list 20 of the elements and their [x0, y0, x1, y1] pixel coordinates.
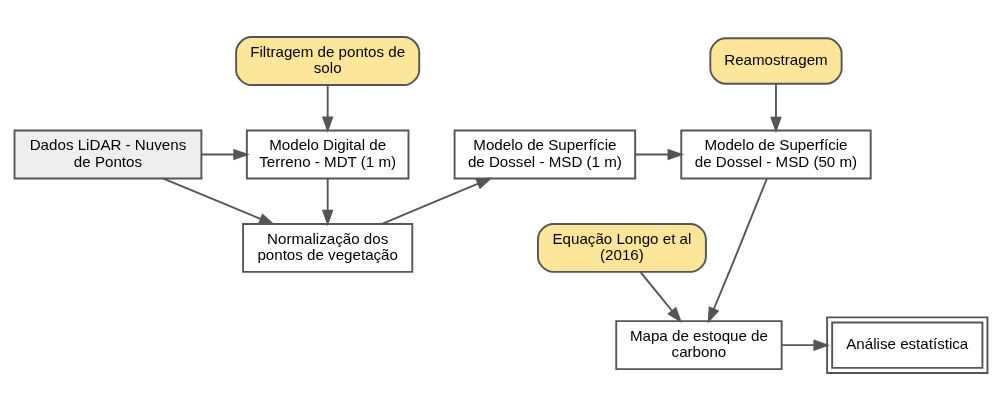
node-box: Dados LiDAR - Nuvens de Pontos — [13, 129, 202, 180]
arrow — [321, 84, 333, 133]
arrow — [161, 177, 275, 225]
arrow — [780, 339, 830, 351]
arrow — [380, 177, 493, 225]
node-box: Equação Longo et al (2016) — [536, 223, 707, 273]
node-box: Modelo de Superfície de Dossel - MSD (1 m) — [453, 129, 636, 180]
arrow — [639, 271, 682, 324]
node-box: Modelo Digital de Terreno - MDT (1 m) — [245, 129, 409, 180]
node-box: Mapa de estoque de carbono — [614, 320, 783, 371]
node-box: Reamostragem — [708, 37, 843, 85]
arrow — [634, 148, 684, 161]
node-box: Filtragem de pontos de solo — [234, 36, 420, 86]
arrow — [707, 177, 768, 324]
node-box: Análise estatística — [825, 316, 988, 374]
arrow — [769, 82, 782, 134]
node-box: Normalização dos pontos de vegetação — [241, 223, 413, 273]
arrow — [321, 177, 333, 227]
node-box: Modelo de Superfície de Dossel - MSD (50 m) — [679, 129, 872, 180]
arrow — [200, 148, 250, 161]
